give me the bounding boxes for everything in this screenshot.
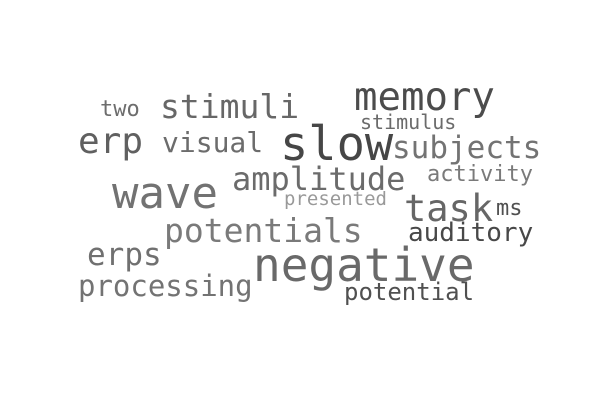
- word-negative: negative: [253, 238, 475, 292]
- word-erps: erps: [87, 237, 162, 273]
- word-presented: presented: [284, 188, 387, 210]
- word-potential: potential: [344, 278, 475, 306]
- word-slow: slow: [280, 117, 394, 172]
- word-stimulus: stimulus: [360, 110, 457, 134]
- word-stimuli: stimuli: [160, 87, 300, 126]
- word-wave: wave: [112, 168, 218, 219]
- word-processing: processing: [78, 269, 253, 303]
- word-auditory: auditory: [408, 218, 534, 248]
- word-amplitude: amplitude: [232, 160, 406, 198]
- word-memory: memory: [354, 75, 495, 120]
- word-activity: activity: [427, 162, 533, 187]
- word-two: two: [100, 97, 140, 122]
- word-potentials: potentials: [164, 211, 363, 250]
- word-subjects: subjects: [392, 130, 542, 166]
- word-ms: ms: [496, 196, 523, 221]
- word-erp: erp: [78, 121, 144, 162]
- word-task: task: [404, 187, 494, 230]
- word-visual: visual: [162, 126, 264, 159]
